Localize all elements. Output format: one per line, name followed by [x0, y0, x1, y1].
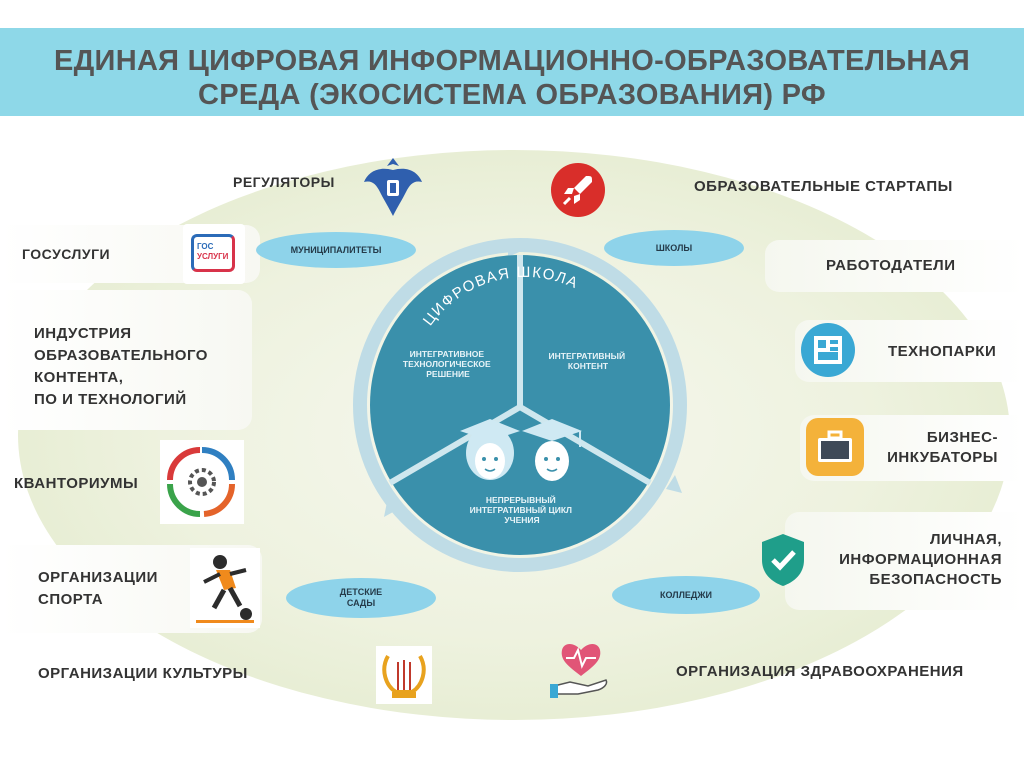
band-security [785, 512, 1024, 610]
heart-hand-icon [550, 644, 608, 698]
technopark-icon [801, 323, 855, 377]
ring-arrowhead [666, 475, 682, 493]
band-employers [765, 240, 1024, 292]
pill-schools: ШКОЛЫ [604, 230, 744, 266]
lyre-icon [376, 646, 432, 704]
label-industry-line: КОНТЕНТА, [34, 369, 124, 386]
segment-left-line: ТЕХНОЛОГИЧЕСКОЕ [403, 359, 491, 369]
label-startups: ОБРАЗОВАТЕЛЬНЫЕ СТАРТАПЫ [694, 178, 953, 195]
sport-player-icon [190, 548, 260, 628]
page-title: ЕДИНАЯ ЦИФРОВАЯ ИНФОРМАЦИОННО-ОБРАЗОВАТЕ… [0, 44, 1024, 112]
pill-municipalities: МУНИЦИПАЛИТЕТЫ [256, 232, 416, 268]
segment-bottom-line: НЕПРЕРЫВНЫЙ [486, 494, 556, 505]
student-girl-icon [460, 419, 520, 480]
segment-bottom-line: УЧЕНИЯ [504, 515, 539, 525]
label-security-line: ИНФОРМАЦИОННАЯ [839, 551, 1002, 568]
label-technoparks: ТЕХНОПАРКИ [888, 343, 997, 360]
label-regulators: РЕГУЛЯТОРЫ [233, 174, 335, 190]
segment-divider [388, 404, 522, 486]
student-boy-icon [522, 419, 582, 481]
ring-arrowhead [508, 243, 526, 257]
gosuslugi-logo-icon: ГОС УСЛУГИ [183, 224, 245, 284]
title-line-2: СРЕДА (ЭКОСИСТЕМА ОБРАЗОВАНИЯ) РФ [198, 79, 826, 111]
segment-bottom-text: НЕПРЕРЫВНЫЙ ИНТЕГРАТИВНЫЙ ЦИКЛ УЧЕНИЯ [470, 494, 575, 525]
pill-kindergartens-line: САДЫ [346, 598, 376, 608]
segment-right-line: ИНТЕГРАТИВНЫЙ [549, 350, 626, 361]
band-industry [0, 290, 252, 430]
coat-of-arms-icon [364, 158, 422, 216]
pill-kindergartens-line: ДЕТСКИЕ [339, 587, 383, 597]
segment-right-line: КОНТЕНТ [568, 361, 609, 371]
cycle-ring [353, 238, 687, 572]
label-security-line: БЕЗОПАСНОСТЬ [869, 571, 1002, 588]
segment-left-text: ИНТЕГРАТИВНОЕ ТЕХНОЛОГИЧЕСКОЕ РЕШЕНИЕ [403, 349, 493, 379]
label-security: ЛИЧНАЯ, ИНФОРМАЦИОННАЯ БЕЗОПАСНОСТЬ [818, 530, 1002, 590]
briefcase-icon [806, 418, 864, 476]
label-culture: ОРГАНИЗАЦИИ КУЛЬТУРЫ [38, 665, 248, 682]
label-incubators-line: ИНКУБАТОРЫ [887, 449, 998, 466]
label-gosuslugi: ГОСУСЛУГИ [22, 246, 111, 262]
label-industry: ИНДУСТРИЯ ОБРАЗОВАТЕЛЬНОГО КОНТЕНТА, ПО … [34, 323, 208, 411]
label-kvantoriums: КВАНТОРИУМЫ [14, 475, 139, 492]
label-sport-line: ОРГАНИЗАЦИИ [38, 569, 158, 586]
kvantorium-logo-icon [160, 440, 244, 524]
label-incubators: БИЗНЕС- ИНКУБАТОРЫ [880, 428, 998, 468]
segment-left-line: ИНТЕГРАТИВНОЕ [410, 349, 485, 359]
label-sport: ОРГАНИЗАЦИИ СПОРТА [38, 567, 158, 611]
label-health: ОРГАНИЗАЦИЯ ЗДРАВООХРАНЕНИЯ [676, 663, 964, 680]
label-incubators-line: БИЗНЕС- [926, 429, 998, 446]
gosuslugi-logo-text: УСЛУГИ [197, 252, 229, 261]
ring-arrowhead [384, 497, 402, 517]
title-line-1: ЕДИНАЯ ЦИФРОВАЯ ИНФОРМАЦИОННО-ОБРАЗОВАТЕ… [53, 45, 971, 77]
digital-school-diagram: ЦИФРОВАЯ ШКОЛА ИНТЕГРАТИВНОЕ ТЕХНОЛОГИЧЕ… [353, 238, 687, 572]
label-employers: РАБОТОДАТЕЛИ [826, 257, 956, 274]
label-sport-line: СПОРТА [38, 591, 104, 608]
shield-check-icon [762, 534, 804, 586]
label-industry-line: ОБРАЗОВАТЕЛЬНОГО [34, 347, 208, 364]
header-banner [0, 28, 1024, 116]
label-industry-line: ИНДУСТРИЯ [34, 325, 132, 342]
rocket-icon [551, 163, 605, 217]
segment-right-text: ИНТЕГРАТИВНЫЙ КОНТЕНТ [549, 350, 628, 371]
segment-left-line: РЕШЕНИЕ [426, 369, 470, 379]
gosuslugi-logo-text: ГОС [197, 242, 214, 251]
label-security-line: ЛИЧНАЯ, [930, 531, 1002, 548]
label-industry-line: ПО И ТЕХНОЛОГИЙ [34, 391, 187, 408]
pill-colleges: КОЛЛЕДЖИ [612, 576, 760, 614]
segment-bottom-line: ИНТЕГРАТИВНЫЙ ЦИКЛ [470, 504, 572, 515]
segment-divider [518, 404, 652, 486]
pill-kindergartens: ДЕТСКИЕ САДЫ [286, 578, 436, 618]
